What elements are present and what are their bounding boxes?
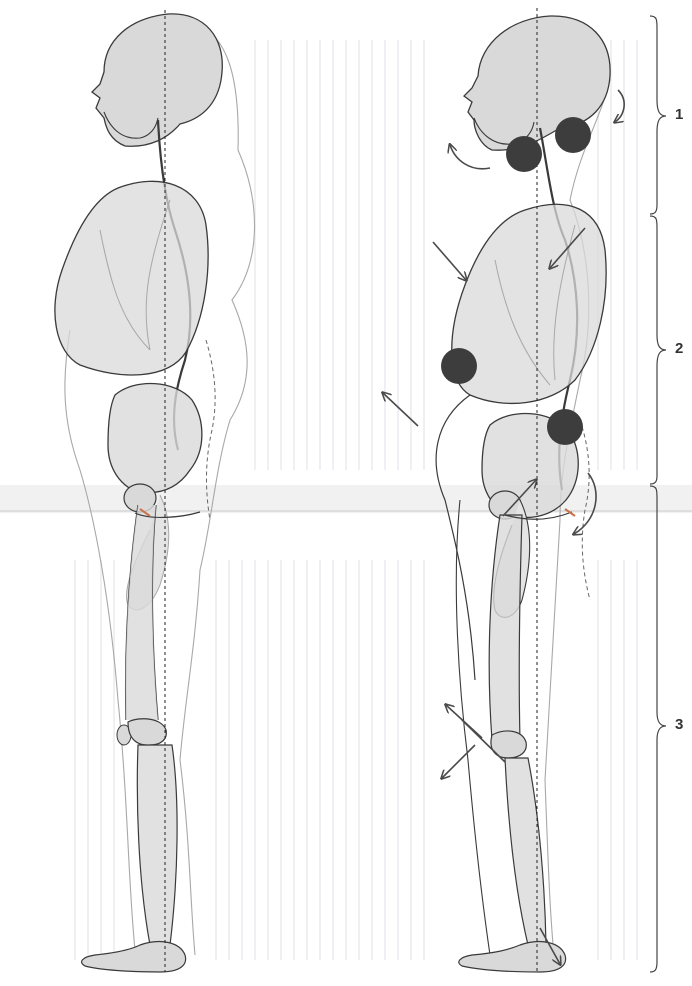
slumped-femur	[489, 515, 522, 740]
segment-brace-1	[650, 16, 666, 214]
tension-point-icon	[506, 136, 542, 172]
tension-point-icon	[441, 348, 477, 384]
knee-hyperextension-arrow-icon	[442, 745, 475, 778]
segment-brace-3	[650, 486, 666, 972]
head-rotation-arrow-icon	[615, 90, 624, 122]
neutral-tibia	[137, 745, 177, 945]
tension-point-icon	[547, 409, 583, 445]
chin-forward-arrow-icon	[450, 145, 490, 169]
neutral-knee	[128, 719, 166, 745]
neutral-ribcage	[55, 181, 208, 375]
slumped-belly	[436, 395, 475, 680]
neutral-foot	[82, 942, 186, 972]
segment-label-1: 1	[675, 106, 683, 123]
belly-forward-arrow-icon	[383, 393, 418, 426]
chest-drop-arrow-icon	[433, 242, 466, 280]
neutral-femur-fill	[126, 505, 158, 720]
neutral-pelvis	[108, 384, 202, 493]
segment-label-3: 3	[675, 716, 683, 733]
tension-point-icon	[555, 117, 591, 153]
segment-brace-2	[650, 216, 666, 484]
slumped-tibia	[505, 758, 546, 945]
slumped-leg-outline	[456, 500, 490, 955]
segment-label-2: 2	[675, 340, 683, 357]
